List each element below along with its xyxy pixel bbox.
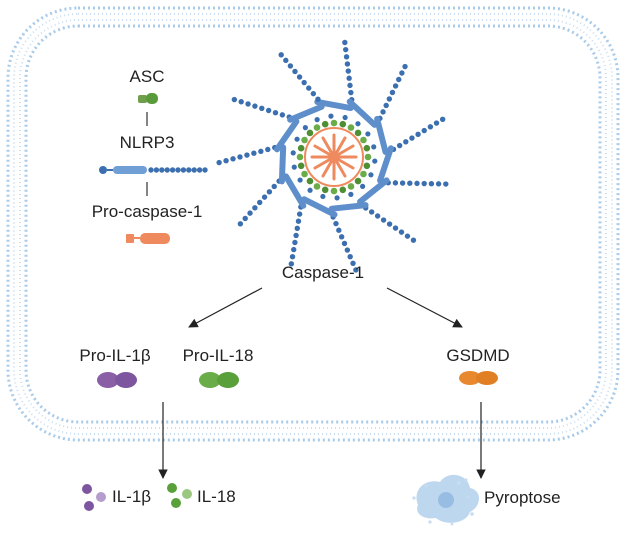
nlrp3-label: NLRP3	[120, 133, 175, 152]
pro-caspase-label: Pro-caspase-1	[92, 202, 203, 221]
pyroptotic-cell-icon	[412, 474, 479, 526]
pro-caspase-protein-icon	[126, 233, 170, 244]
caspase-label: Caspase-1	[282, 263, 364, 282]
inflammasome-ring-icon	[216, 39, 449, 273]
gsdmd-label: GSDMD	[446, 346, 509, 365]
pro-il1b-protein-icon	[97, 372, 137, 388]
il1b-label: IL-1β	[112, 487, 151, 506]
pro-il1b-label: Pro-IL-1β	[79, 346, 150, 365]
gsdmd-protein-icon	[459, 371, 498, 385]
asc-label: ASC	[130, 67, 165, 86]
pro-il18-protein-icon	[199, 372, 239, 388]
il18-molecules-icon	[167, 483, 192, 508]
nlrp3-protein-icon	[99, 166, 208, 174]
il18-label: IL-18	[197, 487, 236, 506]
caspase-to-pro-il-arrow	[188, 287, 263, 328]
asc-protein-icon	[138, 93, 158, 104]
il1b-molecules-icon	[82, 484, 106, 511]
cell-membrane	[6, 6, 620, 442]
caspase-to-gsdmd-arrow	[386, 287, 463, 328]
pro-il18-label: Pro-IL-18	[183, 346, 254, 365]
pyroptose-label: Pyroptose	[484, 488, 561, 507]
